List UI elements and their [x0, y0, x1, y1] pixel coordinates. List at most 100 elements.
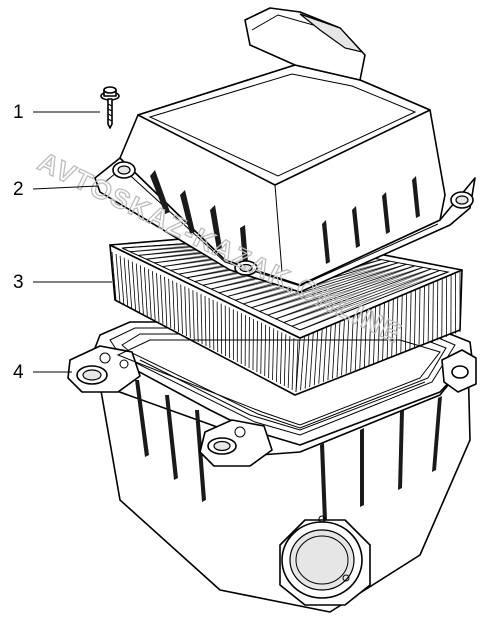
- side-pleat-line: [256, 320, 258, 373]
- side-pleat-line: [404, 293, 408, 353]
- side-pleat-line: [264, 324, 267, 377]
- side-pleat-line: [260, 322, 263, 375]
- side-pleat-line: [395, 297, 399, 356]
- pleat-cross-line: [283, 266, 424, 323]
- pleat-cross-line: [275, 268, 432, 320]
- side-pleat-line: [309, 332, 314, 388]
- side-pleat-line: [400, 295, 403, 354]
- side-pleat-line: [252, 318, 254, 371]
- side-pleat-line: [115, 253, 121, 303]
- screw: [100, 86, 120, 129]
- side-pleat-line: [332, 323, 336, 379]
- side-pleat-line: [345, 317, 350, 374]
- callout-3: 3: [13, 272, 112, 293]
- side-pleat-line: [184, 286, 187, 337]
- housing-seal: [116, 339, 441, 426]
- pleat-line: [267, 265, 415, 316]
- pleat-cross-line: [267, 263, 407, 316]
- side-pleat-line: [336, 321, 341, 378]
- side-pleat-line: [382, 303, 385, 361]
- side-pleat-line: [160, 274, 164, 325]
- side-pleat-line: [418, 288, 421, 348]
- side-pleat-line: [304, 334, 310, 389]
- side-pleat-line: [318, 328, 323, 384]
- pleat-cross-line: [291, 268, 432, 327]
- pleat-cross-line: [267, 266, 424, 316]
- side-pleat-line: [432, 282, 434, 343]
- side-pleat-line: [423, 286, 425, 346]
- side-pleat-line: [164, 276, 168, 327]
- pleat-cross-line: [251, 260, 390, 309]
- pleat-cross-line: [259, 265, 415, 312]
- side-pleat-line: [156, 273, 160, 323]
- pleat-cross-line: [291, 271, 449, 327]
- side-pleat-line: [279, 332, 283, 385]
- side-pleat-line: [341, 319, 345, 376]
- leader-line: [32, 185, 99, 190]
- side-pleat-line: [391, 299, 394, 358]
- side-pleat-line: [188, 288, 191, 339]
- side-pleat-line: [377, 304, 381, 363]
- side-pleat-line: [276, 330, 279, 383]
- side-pleat-line: [322, 326, 328, 383]
- side-pleat-line: [119, 255, 125, 305]
- side-pleat-line: [216, 301, 219, 353]
- side-pleat-line: [168, 278, 172, 329]
- pleat-line: [291, 270, 440, 327]
- side-pleat-line: [135, 263, 140, 313]
- side-pleat-line: [327, 325, 332, 381]
- side-pleat-line: [350, 315, 354, 373]
- side-pleat-line: [268, 326, 271, 379]
- side-pleat-line: [180, 284, 183, 335]
- side-pleat-line: [427, 284, 430, 344]
- side-pleat-line: [192, 290, 195, 341]
- side-pleat-line: [287, 336, 291, 389]
- side-pleat-line: [272, 328, 275, 381]
- side-pleat-line: [131, 261, 136, 311]
- pleat-line: [283, 268, 432, 323]
- side-pleat-line: [204, 295, 207, 347]
- pleat-line: [259, 263, 407, 312]
- pleat-cross-line: [259, 262, 399, 312]
- side-pleat-line: [212, 299, 215, 351]
- side-pleat-line: [414, 290, 416, 349]
- air-filter-housing: [67, 321, 477, 613]
- pleat-cross-line: [283, 270, 440, 323]
- side-pleat-line: [436, 281, 439, 341]
- side-pleat-line: [386, 301, 390, 359]
- side-pleat-line: [200, 294, 203, 345]
- pleat-line: [251, 262, 399, 309]
- side-pleat-line: [295, 337, 301, 393]
- callout-1: 1: [13, 102, 100, 123]
- side-pleat-line: [300, 336, 305, 391]
- side-pleat-line: [291, 338, 295, 391]
- callout-4: 4: [13, 362, 72, 383]
- callout-number: 3: [13, 272, 24, 293]
- side-pleat-line: [143, 267, 148, 317]
- side-pleat-line: [176, 282, 180, 333]
- side-pleat-line: [123, 257, 129, 307]
- side-pleat-line: [172, 280, 176, 331]
- callout-2: 2: [13, 179, 99, 200]
- side-pleat-line: [152, 271, 156, 321]
- callout-number: 4: [13, 362, 24, 383]
- pleat-line: [275, 266, 424, 320]
- side-pleat-line: [373, 306, 376, 364]
- side-pleat-line: [368, 308, 372, 366]
- side-pleat-line: [354, 314, 359, 371]
- side-pleat-line: [111, 251, 117, 301]
- side-pleat-line: [363, 310, 368, 368]
- side-pleat-line: [139, 265, 144, 315]
- callout-number: 2: [13, 179, 24, 200]
- side-pleat-line: [283, 334, 287, 387]
- air-filter-cover: [94, 7, 476, 293]
- side-pleat-line: [147, 269, 152, 319]
- side-pleat-line: [409, 292, 412, 351]
- side-pleat-line: [196, 292, 199, 343]
- side-pleat-line: [127, 259, 133, 309]
- pleat-cross-line: [275, 265, 415, 320]
- callout-number: 1: [13, 102, 24, 123]
- pleat-cross-line: [251, 263, 407, 309]
